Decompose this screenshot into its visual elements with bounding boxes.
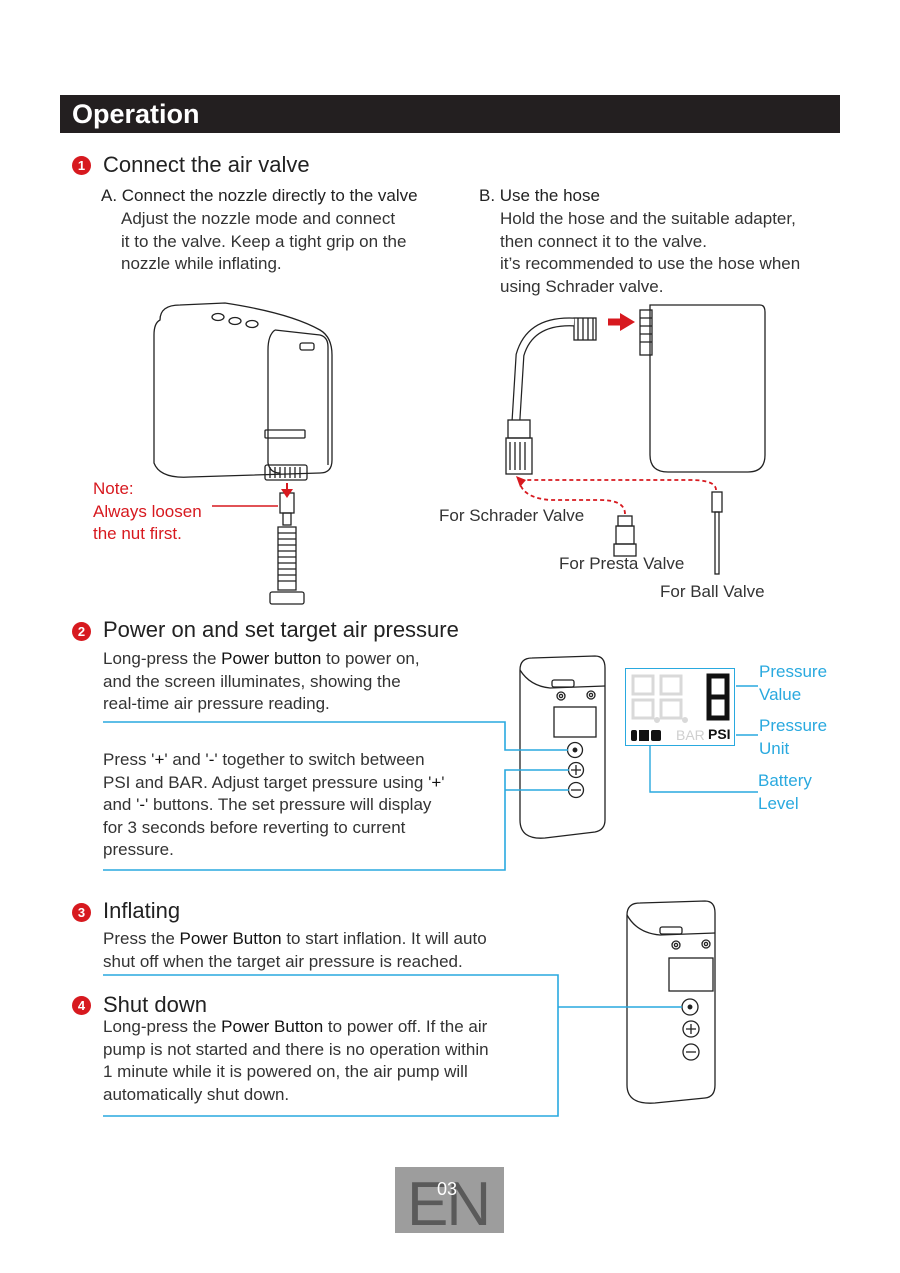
pressure-digit: 0 — [709, 672, 729, 716]
step-1a-line: Adjust the nozzle mode and connect — [121, 209, 396, 228]
step-4-line: pump is not started and there is no oper… — [103, 1039, 489, 1059]
step-3-number: 3 — [72, 903, 91, 922]
note-line: Note: — [93, 479, 134, 498]
text-run: and ' — [103, 795, 140, 814]
step-1a-line: nozzle while inflating. — [121, 254, 282, 273]
step-2-title: Power on and set target air pressure — [103, 617, 459, 642]
step-2-p2-line: and '-' buttons. The set pressure will d… — [103, 794, 445, 817]
plus-symbol: + — [154, 750, 165, 769]
text-run: ' — [441, 772, 445, 792]
page-badge: EN 03 — [395, 1167, 504, 1233]
step-2-p1-line: real-time air pressure reading. — [103, 694, 330, 713]
step-2-pump-illustration — [103, 655, 606, 871]
step-2-p2-line: Press '+' and '-' together to switch bet… — [103, 749, 445, 772]
step-2-p2-line: PSI and BAR. Adjust target pressure usin… — [103, 772, 445, 795]
step-2-paragraph-2: Press '+' and '-' together to switch bet… — [103, 749, 445, 862]
step-1-title: Connect the air valve — [103, 152, 310, 177]
label-line: Value — [759, 684, 802, 704]
step-4-line: Long-press the Power Button to power off… — [103, 1016, 489, 1039]
plus-symbol: + — [431, 772, 442, 792]
step-1b-line: Hold the hose and the suitable adapter, — [500, 209, 796, 228]
ball-valve-label: For Ball Valve — [660, 582, 765, 601]
section-header-bar: Operation — [60, 95, 840, 133]
section-title: Operation — [72, 99, 200, 129]
step-3-paragraph: Press the Power Button to start inflatio… — [103, 928, 487, 973]
step-4-paragraph: Long-press the Power Button to power off… — [103, 1016, 489, 1106]
text-run: Press the — [103, 929, 180, 948]
display-callout-lines — [649, 685, 758, 793]
label-line: Battery — [758, 771, 812, 790]
step-1b-title: B. Use the hose — [479, 186, 600, 205]
power-button-term: Power Button — [179, 929, 282, 948]
text-run: PSI and BAR. Adjust target pressure usin… — [103, 772, 432, 792]
presta-valve-label: For Presta Valve — [559, 554, 685, 573]
power-button-term: Power button — [221, 649, 322, 668]
page-number: 03 — [437, 1179, 458, 1199]
step-4-line: 1 minute while it is powered on, the air… — [103, 1062, 468, 1081]
step-1b-line: it’s recommended to use the hose when — [500, 254, 801, 273]
pump-hose-illustration — [505, 304, 766, 575]
text-run: ' and ' — [164, 750, 209, 769]
step-2-paragraph-1: Long-press the Power button to power on,… — [103, 648, 420, 716]
lcd-display — [630, 673, 730, 742]
note-text: Note: Always loosen the nut first. — [93, 478, 202, 546]
text-run: to power off. If the air — [323, 1017, 488, 1036]
step-1a-title: A. Connect the nozzle directly to the va… — [101, 186, 418, 205]
step-1b-text: Hold the hose and the suitable adapter, … — [500, 208, 800, 298]
note-line: the nut first. — [93, 524, 182, 543]
step-3-line: shut off when the target air pressure is… — [103, 951, 463, 971]
step-1a-line: it to the valve. Keep a tight grip on th… — [121, 231, 407, 251]
label-line: Pressure — [759, 662, 828, 681]
step-1a-text: Adjust the nozzle mode and connect it to… — [121, 208, 406, 276]
lcd-display-callout — [625, 668, 735, 746]
pump-nozzle-illustration — [153, 302, 333, 605]
step-3-4-pump-illustration — [103, 900, 716, 1117]
step-2-number: 2 — [72, 622, 91, 641]
language-code: EN — [407, 1170, 491, 1233]
step-2-p1-line: Long-press the Power button to power on, — [103, 648, 420, 671]
step-2-p2-line: pressure. — [103, 840, 174, 859]
label-line: Pressure — [759, 716, 828, 735]
minus-symbol: - — [139, 795, 146, 814]
power-button-term: Power Button — [221, 1017, 324, 1036]
step-4-title: Shut down — [103, 992, 207, 1017]
schrader-valve-label: For Schrader Valve — [439, 506, 585, 525]
note-line: Always loosen — [93, 501, 202, 521]
bar-unit-label: BAR — [676, 727, 705, 743]
step-1b-line: then connect it to the valve. — [500, 231, 707, 251]
step-4-line: automatically shut down. — [103, 1084, 290, 1104]
pressure-unit-label: Pressure Unit — [759, 715, 827, 760]
step-2-p1-line: and the screen illuminates, showing the — [103, 671, 401, 691]
pressure-value-label: Pressure Value — [759, 661, 827, 706]
text-run: Long-press the — [103, 1017, 222, 1036]
battery-level-label: Battery Level — [758, 770, 812, 815]
step-1b-line: using Schrader valve. — [500, 276, 664, 296]
text-run: Press ' — [103, 750, 155, 769]
step-3-line: Press the Power Button to start inflatio… — [103, 928, 487, 951]
text-run: Long-press the — [103, 649, 222, 668]
step-4-number: 4 — [72, 996, 91, 1015]
step-2-p2-line: for 3 seconds before reverting to curren… — [103, 817, 406, 837]
label-line: Unit — [759, 738, 790, 758]
text-run: to start inflation. It will auto — [281, 929, 487, 948]
step-3-title: Inflating — [103, 898, 181, 923]
step-1-number: 1 — [72, 156, 91, 175]
psi-unit-label: PSI — [708, 726, 731, 742]
text-run: to power on, — [321, 649, 420, 668]
text-run: ' buttons. The set pressure will display — [145, 795, 432, 814]
text-run: ' together to switch between — [214, 750, 425, 769]
minus-symbol: - — [208, 750, 215, 769]
label-line: Level — [758, 793, 799, 813]
